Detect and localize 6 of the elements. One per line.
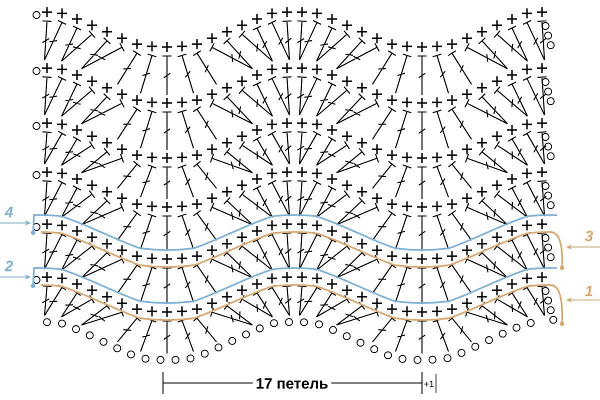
row-number: 3: [584, 230, 593, 242]
row-number: 1: [585, 286, 592, 296]
dimension-label: +1: [424, 380, 434, 388]
dimension-label: 17 петель: [252, 377, 332, 390]
row-number: 2: [4, 260, 14, 272]
row-number: 4: [4, 206, 13, 218]
